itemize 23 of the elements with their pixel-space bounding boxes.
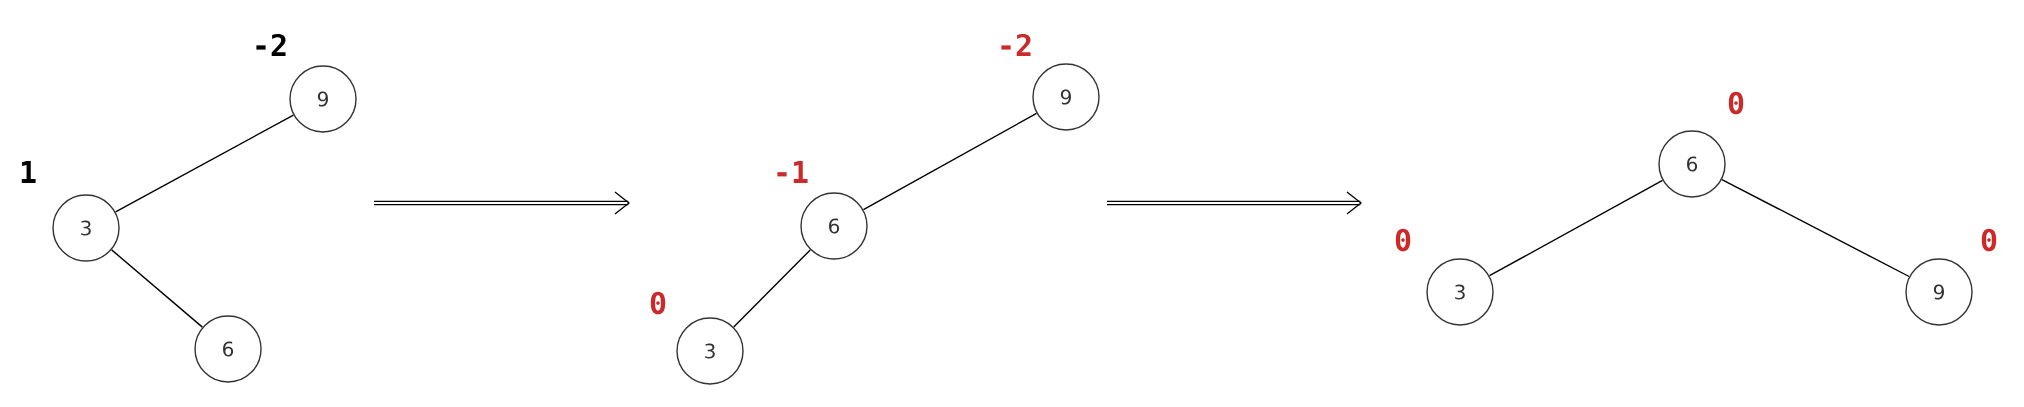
balance-factor: -2 xyxy=(1001,33,1031,57)
tree-edge xyxy=(114,114,295,213)
tree-node: 6 xyxy=(1658,130,1726,198)
tree-node: 6 xyxy=(194,315,262,383)
tree-node: 6 xyxy=(800,192,868,260)
tree-node: 9 xyxy=(1032,63,1100,131)
tree-node: 9 xyxy=(1905,258,1973,326)
tree-edge xyxy=(1721,178,1910,278)
tree-node: 3 xyxy=(1426,258,1494,326)
balance-factor: -2 xyxy=(256,33,286,57)
balance-factor: 0 xyxy=(1981,228,1997,252)
tree-edge xyxy=(1488,179,1664,277)
balance-factor: 1 xyxy=(21,161,36,183)
balance-factor: 0 xyxy=(1728,91,1744,115)
balance-factor: -1 xyxy=(777,161,808,183)
tree-edge xyxy=(733,249,811,328)
tree-edge xyxy=(110,249,204,328)
tree-node: 9 xyxy=(289,65,357,133)
tree-node: 3 xyxy=(52,194,120,262)
tree-edge xyxy=(862,112,1038,211)
tree-node: 3 xyxy=(676,317,744,385)
balance-factor: 0 xyxy=(1395,228,1411,252)
balance-factor: 0 xyxy=(650,291,666,315)
